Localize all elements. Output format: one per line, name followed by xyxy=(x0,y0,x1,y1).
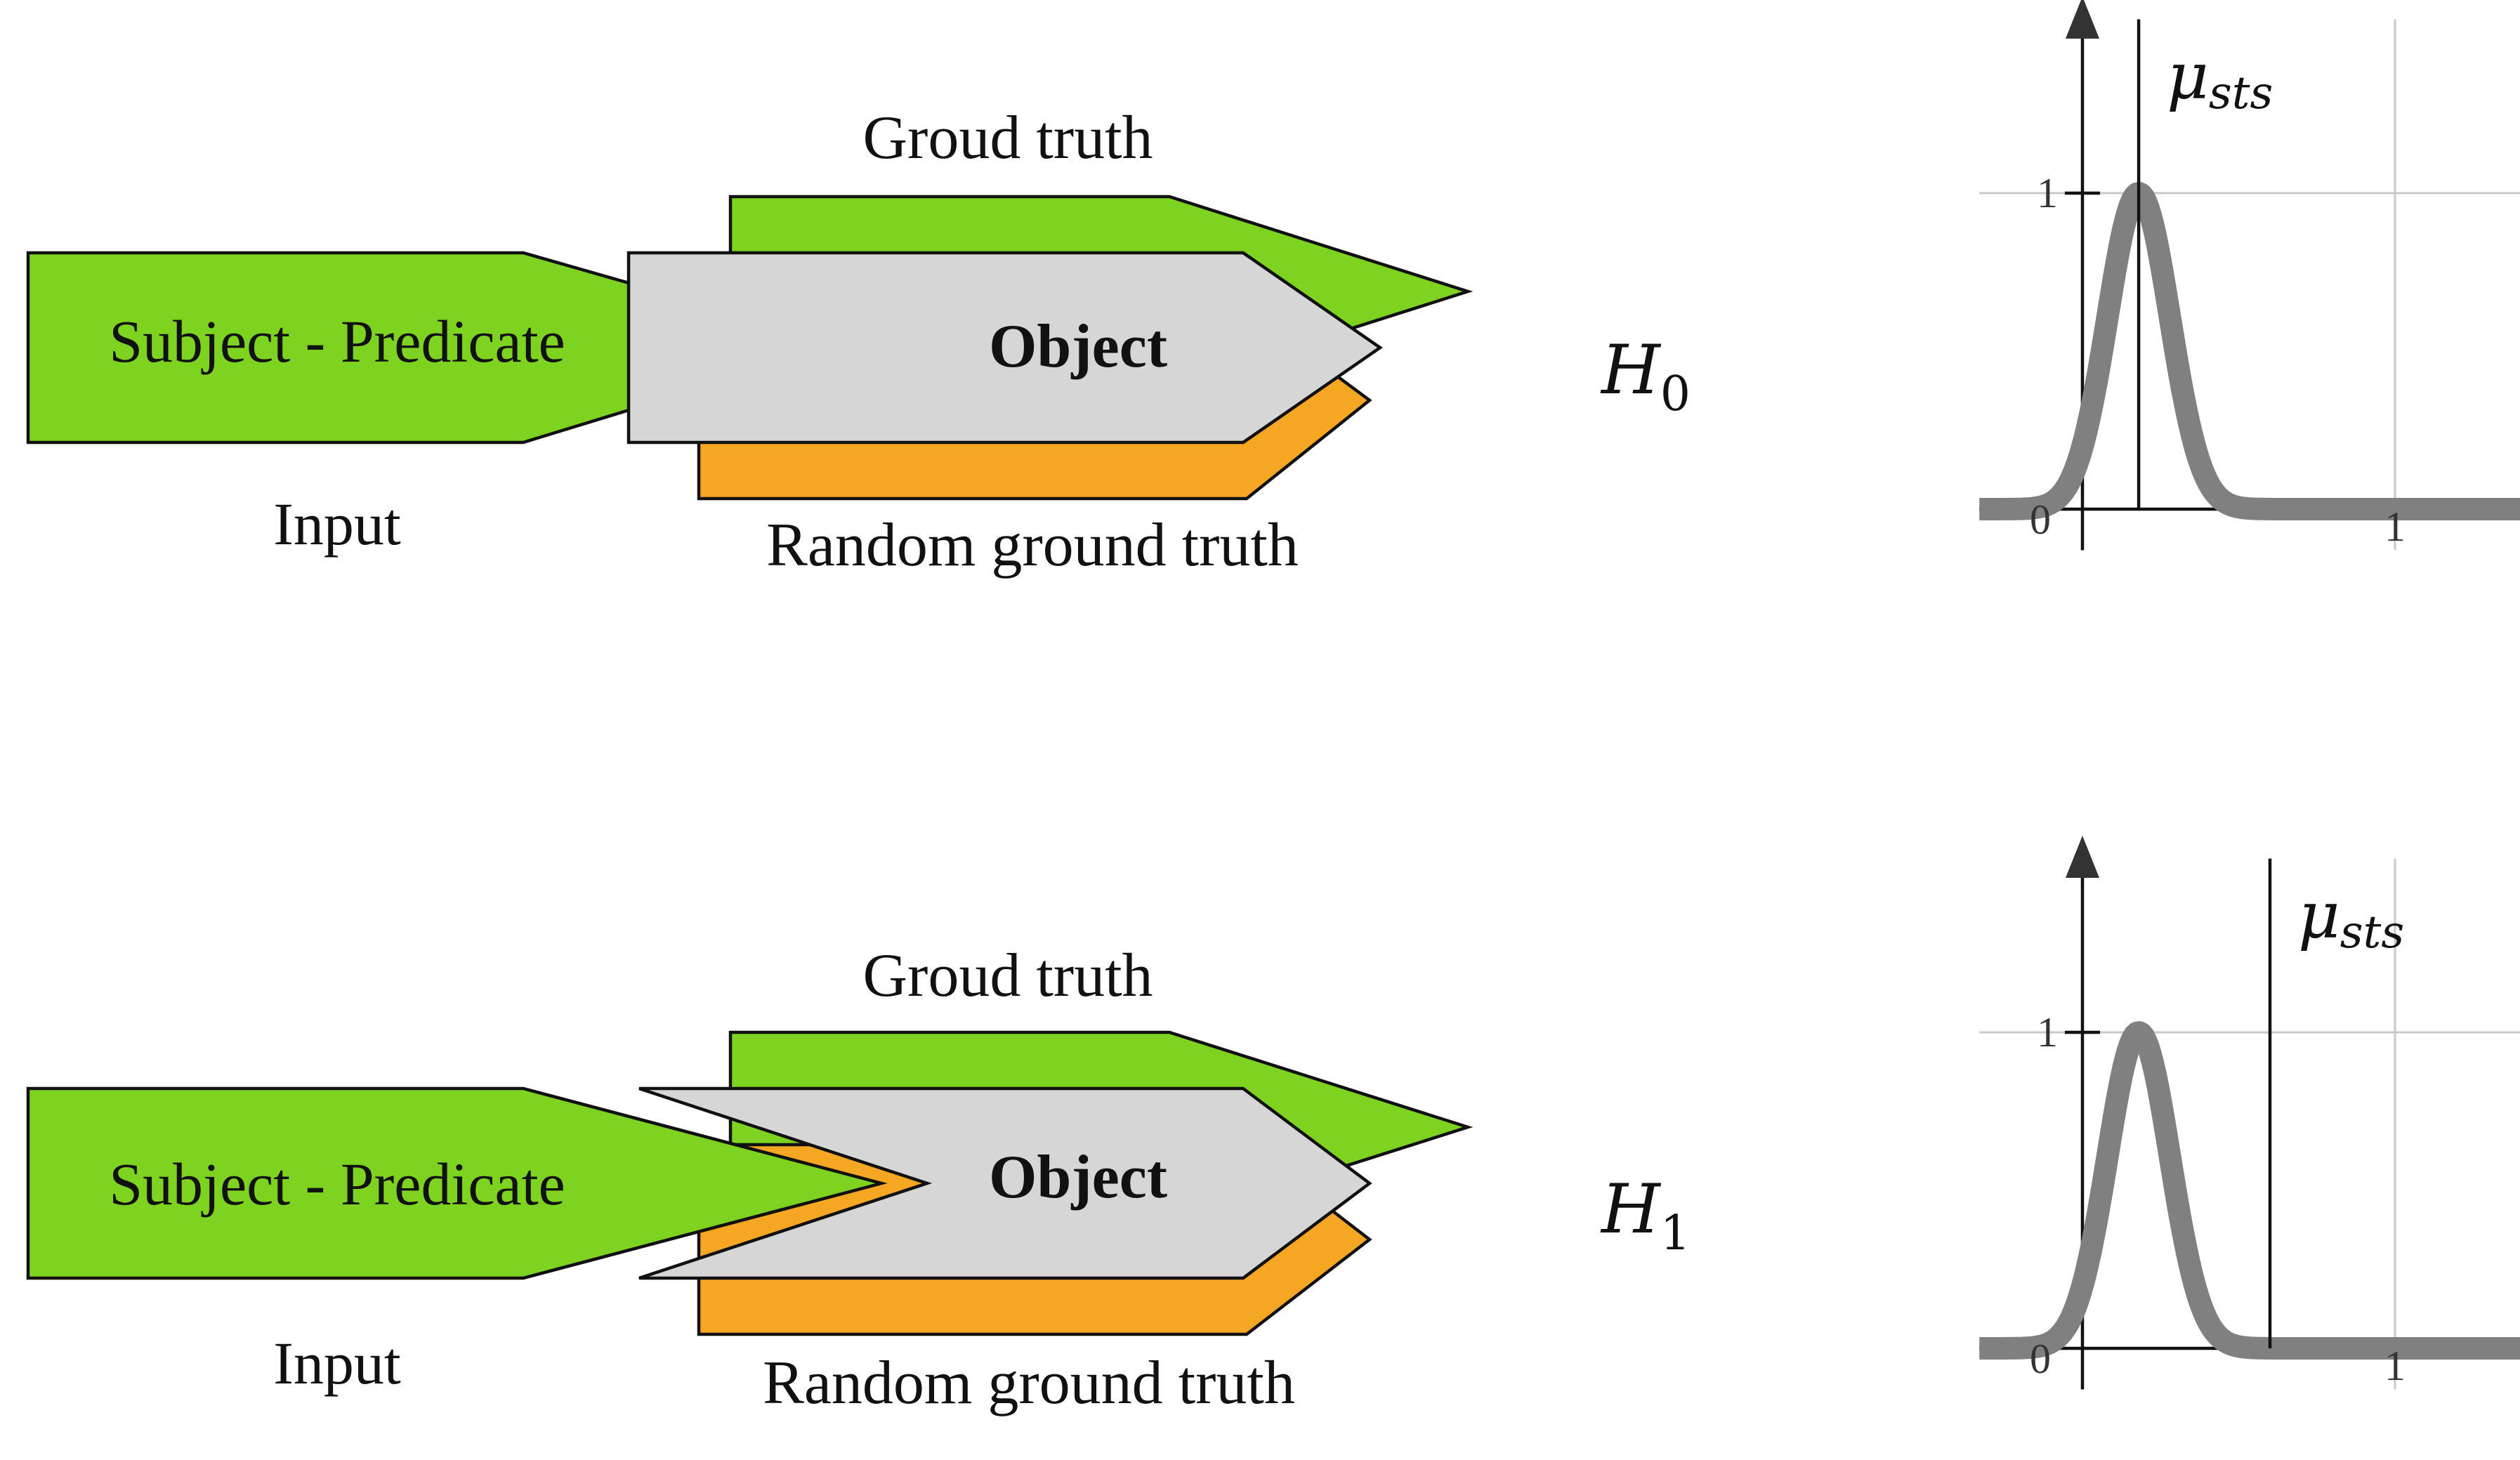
x-tick-label-zero: 0 xyxy=(2030,496,2051,543)
panel-h0: Groud truth Subject - Predicate Object I… xyxy=(26,0,2520,579)
object-arrow xyxy=(638,1086,1372,1280)
density-curve xyxy=(1970,1021,2520,1360)
random-ground-truth-label: Random ground truth xyxy=(763,1349,1295,1417)
arrow-group-h1 xyxy=(26,1030,1474,1336)
input-arrow xyxy=(26,1086,888,1280)
hypothesis-label: H0 xyxy=(1600,331,1691,422)
random-ground-truth-label: Random ground truth xyxy=(766,511,1299,579)
input-label: Subject - Predicate xyxy=(109,1150,565,1218)
input-caption: Input xyxy=(273,490,401,558)
y-axis-arrowhead xyxy=(2066,0,2099,39)
object-arrow xyxy=(626,251,1383,445)
y-tick-label-one: 1 xyxy=(2037,1009,2058,1055)
mu-sts-label: μsts xyxy=(2167,39,2273,119)
density-curve xyxy=(1970,182,2520,520)
density-chart-h0: 1 0 1 μsts xyxy=(1970,0,2520,551)
hypothesis-label: H1 xyxy=(1600,1170,1691,1261)
object-label: Object xyxy=(989,313,1167,381)
ground-truth-label: Groud truth xyxy=(862,942,1153,1010)
panel-h1: Groud truth Subject - Predicate Object I… xyxy=(26,836,2520,1417)
input-label: Subject - Predicate xyxy=(109,308,565,375)
x-tick-label-one: 1 xyxy=(2384,504,2406,550)
y-axis-arrowhead xyxy=(2066,836,2099,878)
input-caption: Input xyxy=(273,1329,401,1397)
density-chart-h1: 1 0 1 μsts xyxy=(1970,836,2520,1390)
x-tick-label-zero: 0 xyxy=(2030,1336,2051,1382)
object-label: Object xyxy=(989,1143,1167,1211)
ground-truth-label: Groud truth xyxy=(862,104,1153,172)
x-tick-label-one: 1 xyxy=(2384,1343,2406,1389)
mu-sts-label: μsts xyxy=(2298,878,2404,959)
y-tick-label-one: 1 xyxy=(2037,170,2058,216)
arrow-group-h0 xyxy=(26,195,1474,501)
